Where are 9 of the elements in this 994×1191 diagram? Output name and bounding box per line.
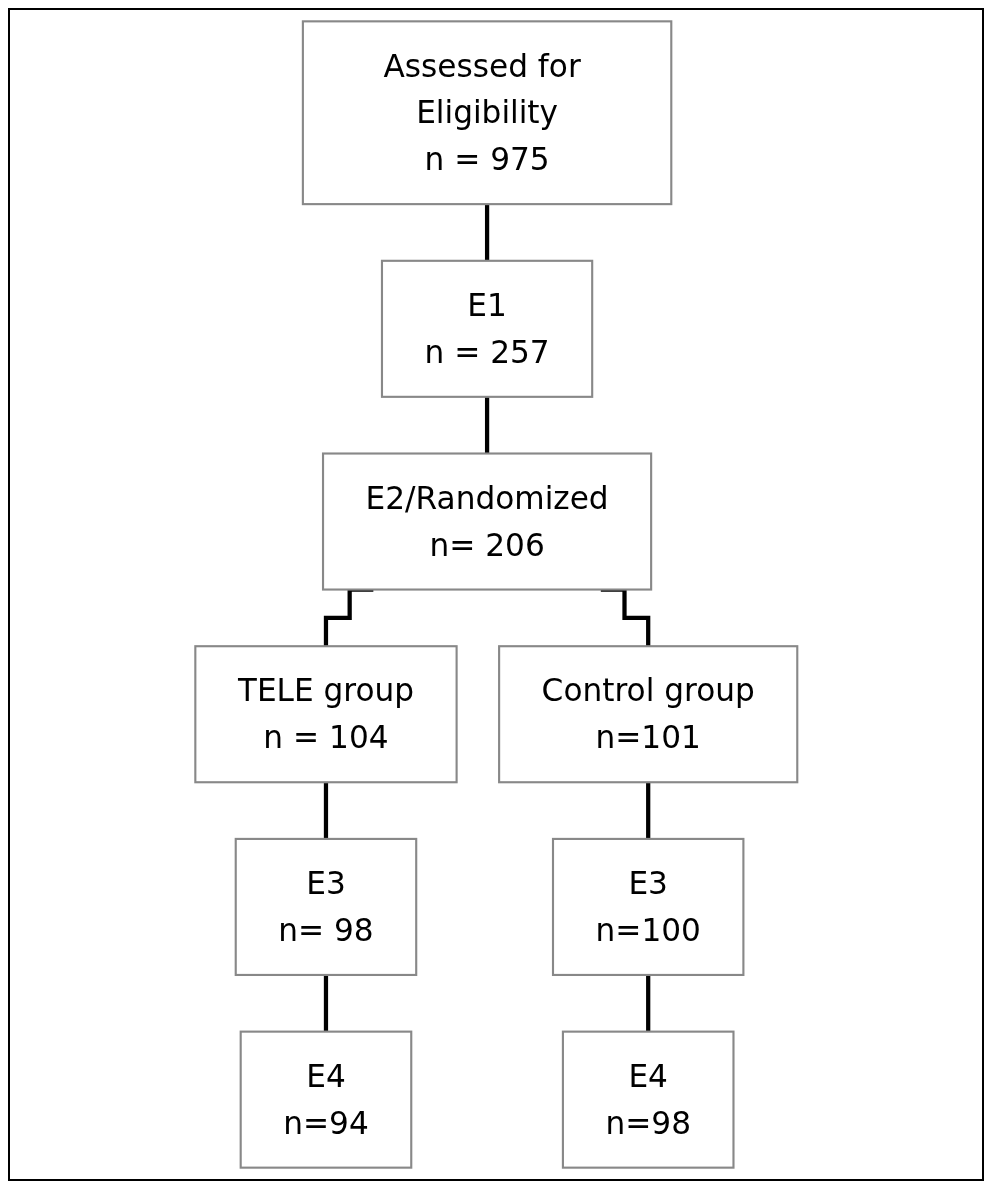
node-box: E4 n=98: [561, 1030, 735, 1169]
node-box: E2/Randomized n= 206: [321, 452, 652, 591]
node-box: E3 n= 98: [234, 837, 417, 976]
node-box: E1 n = 257: [380, 259, 593, 398]
node-box: E3 n=100: [551, 837, 745, 976]
node-box: E4 n=94: [239, 1030, 412, 1169]
node-box: TELE group n = 104: [193, 645, 458, 784]
node-box: Assessed for Eligibility n = 975: [301, 20, 673, 206]
node-box: Control group n=101: [497, 645, 799, 784]
